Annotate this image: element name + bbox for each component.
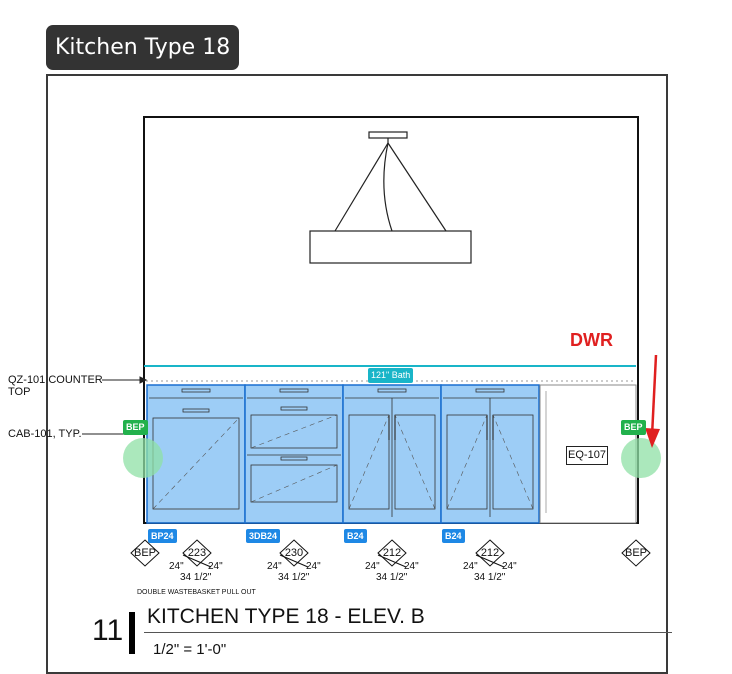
cabinet-note-1: DOUBLE WASTEBASKET PULL OUT xyxy=(137,589,256,596)
pendant-shade xyxy=(309,230,472,264)
door-swing-left-4 xyxy=(446,414,488,510)
drawer-front-2 xyxy=(250,464,338,503)
pendant-light xyxy=(309,131,472,264)
dwr-label: DWR xyxy=(570,330,613,350)
drawing-title: Kitchen Type 18 xyxy=(46,25,240,70)
bep-tag-right[interactable]: BEP xyxy=(621,420,646,435)
cabinet-dim-left-3: 24" xyxy=(365,561,380,572)
bath-tag[interactable]: 121" Bath xyxy=(368,368,414,383)
counter-top-callout: QZ-101 COUNTER TOP xyxy=(8,374,103,398)
cabinet-dim-left-1: 24" xyxy=(169,561,184,572)
counter-top-callout-line1: QZ-101 COUNTER xyxy=(8,374,103,386)
door-swing-right-4 xyxy=(492,414,534,510)
cabinet-door-pull-1 xyxy=(182,408,210,413)
cabinet-run xyxy=(146,384,540,524)
pendant-cable-left xyxy=(334,142,389,232)
dimension-ticks xyxy=(182,554,505,568)
bep-circle-left[interactable] xyxy=(123,438,163,478)
tag-diamond-4 xyxy=(475,539,505,567)
cabinet-dim-right-3: 24" xyxy=(404,561,419,572)
tick xyxy=(377,554,407,568)
cabinet-callout: CAB-101, TYP. xyxy=(8,428,82,440)
red-arrow xyxy=(645,354,660,448)
cabinet-dim-left-2: 24" xyxy=(267,561,282,572)
cabinet-dim-right-4: 24" xyxy=(502,561,517,572)
cabinet-height-4: 34 1/2" xyxy=(474,572,506,583)
elevation-title: KITCHEN TYPE 18 - ELEV. B xyxy=(147,605,425,628)
bep-tag-left[interactable]: BEP xyxy=(123,420,148,435)
cabinet-height-3: 34 1/2" xyxy=(376,572,408,583)
elevation-rule xyxy=(144,632,672,633)
counter-top-callout-line2: TOP xyxy=(8,386,31,398)
marker-diamonds xyxy=(130,539,651,567)
door-right-panel-3 xyxy=(394,414,436,510)
bep-diamond-right xyxy=(621,539,651,567)
bep-marker-left: BEP xyxy=(133,547,156,559)
red-arrow-shaft xyxy=(650,354,658,437)
elevation-number: 11 xyxy=(92,614,124,647)
cabinet-top-pull-2 xyxy=(279,388,309,393)
red-arrow-head xyxy=(645,428,660,448)
equipment-tag[interactable]: EQ-107 xyxy=(566,446,608,465)
cabinet-top-pull-1 xyxy=(181,388,211,393)
cabinet-number-4: 212 xyxy=(480,547,500,559)
pendant-cable-center xyxy=(383,142,393,232)
door-swing-left-3 xyxy=(348,414,390,510)
bep-circle-right[interactable] xyxy=(621,438,661,478)
cabinet-dim-right-1: 24" xyxy=(208,561,223,572)
cabinet-number-3: 212 xyxy=(382,547,402,559)
tick xyxy=(182,554,212,568)
cabinet-swing-line-1 xyxy=(152,417,240,510)
door-right-panel-4 xyxy=(492,414,534,510)
door-left-panel-4 xyxy=(446,414,488,510)
drawer-pull-2 xyxy=(280,456,308,461)
cabinet-tag-1[interactable]: BP24 xyxy=(148,529,177,543)
cabinet-tag-4[interactable]: B24 xyxy=(442,529,465,543)
pendant-cable-right xyxy=(387,142,447,232)
tag-diamond-1 xyxy=(182,539,212,567)
tag-diamond-3 xyxy=(377,539,407,567)
drawer-swing-1 xyxy=(250,414,338,449)
cabinet-top-pull-3 xyxy=(377,388,407,393)
cabinet-tag-3[interactable]: B24 xyxy=(344,529,367,543)
drawer-swing-2 xyxy=(250,464,338,503)
bep-marker-right: BEP xyxy=(624,547,647,559)
door-left-panel-3 xyxy=(348,414,390,510)
cabinet-dim-right-2: 24" xyxy=(306,561,321,572)
cabinet-height-2: 34 1/2" xyxy=(278,572,310,583)
pendant-canopy xyxy=(368,131,408,139)
bep-diamond-left xyxy=(130,539,160,567)
elevation-bar xyxy=(129,612,135,654)
cabinet-dim-left-4: 24" xyxy=(463,561,478,572)
door-swing-right-3 xyxy=(394,414,436,510)
cabinet-tag-2[interactable]: 3DB24 xyxy=(246,529,281,543)
elevation-scale: 1/2" = 1'-0" xyxy=(153,641,227,658)
cabinet-height-1: 34 1/2" xyxy=(180,572,212,583)
drawer-pull-1 xyxy=(280,406,308,411)
leader-counter-arrow xyxy=(139,376,148,384)
equipment-bay xyxy=(539,384,637,524)
cabinet-number-1: 223 xyxy=(187,547,207,559)
cabinet-top-pull-4 xyxy=(475,388,505,393)
drawer-front-1 xyxy=(250,414,338,449)
tag-diamond-2 xyxy=(279,539,309,567)
cabinet-number-2: 230 xyxy=(284,547,304,559)
cabinet-box-2 xyxy=(244,384,344,524)
tick xyxy=(279,554,309,568)
tick xyxy=(475,554,505,568)
